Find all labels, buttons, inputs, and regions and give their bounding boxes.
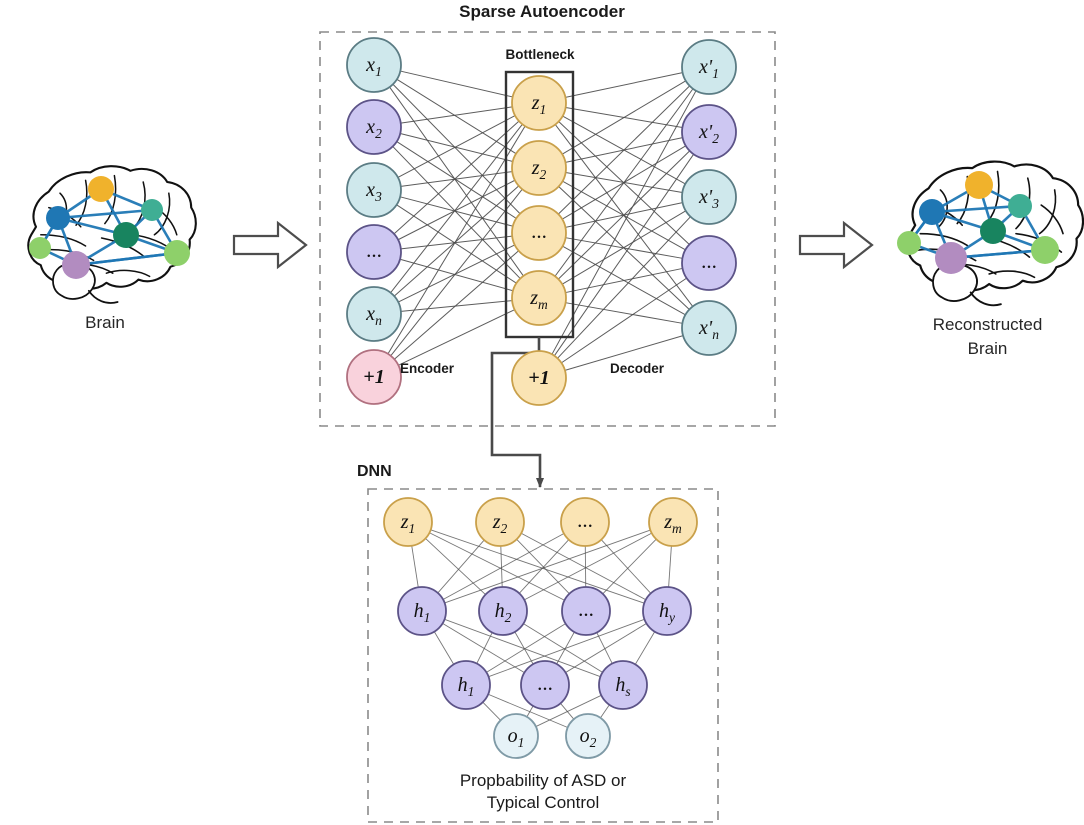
ae-bottleneck-node: z1 xyxy=(511,75,567,131)
ae-bottleneck-node: zm xyxy=(511,270,567,326)
dnn-z-node: ... xyxy=(560,497,610,547)
brain-region-node xyxy=(29,237,51,259)
dnn-hidden1-node: h1 xyxy=(397,586,447,636)
brain-region-node xyxy=(897,231,921,255)
node-label: ... xyxy=(578,597,594,621)
flow-arrow xyxy=(798,220,874,270)
brain-region-node xyxy=(965,171,993,199)
node-label: ... xyxy=(537,671,553,695)
brain-region-node xyxy=(164,240,190,266)
brain-right-caption-line2: Brain xyxy=(967,339,1008,358)
ae-input-node: x3 xyxy=(346,162,402,218)
flow-arrow xyxy=(232,220,308,270)
node-label: +1 xyxy=(528,367,549,389)
brain-region-node xyxy=(141,199,163,221)
node-label: ... xyxy=(577,508,593,532)
node-label: +1 xyxy=(363,366,384,388)
brain-left-caption: Brain xyxy=(85,313,125,332)
brain-right-caption-line1: Reconstructed xyxy=(932,315,1043,334)
dnn-output-node: o1 xyxy=(493,713,539,759)
brain-connection xyxy=(75,251,178,267)
dnn-caption-line2: Typical Control xyxy=(486,793,600,812)
brain-region-node xyxy=(935,242,967,274)
brain-region-node xyxy=(980,218,1006,244)
dnn-z-node: zm xyxy=(648,497,698,547)
ae-output-node: ... xyxy=(681,235,737,291)
dnn-z-node: z1 xyxy=(383,497,433,547)
dnn-output-caption: Propbability of ASD or Typical Control xyxy=(368,770,718,814)
brain-region-node xyxy=(1008,194,1032,218)
dnn-caption-line1: Propbability of ASD or xyxy=(459,771,627,790)
brain-region-node xyxy=(46,206,70,230)
dnn-hidden1-node: hy xyxy=(642,586,692,636)
dnn-hidden2-node: ... xyxy=(520,660,570,710)
node-label: ... xyxy=(366,238,382,262)
brain-region-node xyxy=(88,176,114,202)
dnn-hidden1-node: ... xyxy=(561,586,611,636)
encoder-label: Encoder xyxy=(400,361,455,376)
node-label: ... xyxy=(701,249,717,273)
network-edges xyxy=(387,70,697,728)
dnn-hidden2-node: h1 xyxy=(441,660,491,710)
ae-output-node: x'2 xyxy=(681,104,737,160)
brain-region-node xyxy=(62,251,90,279)
brain-region-node xyxy=(1031,236,1059,264)
ae-output-node: x'3 xyxy=(681,169,737,225)
network-nodes: x1 x2 x3... xn +1 z1 z2... zm +1 x'1 x'2 x'3... x'n z… xyxy=(346,37,737,759)
figure-title: Sparse Autoencoder xyxy=(459,2,625,21)
dnn-hidden1-node: h2 xyxy=(478,586,528,636)
ae-input-node: xn xyxy=(346,286,402,342)
ae-input-node: x1 xyxy=(346,37,402,93)
decoder-label: Decoder xyxy=(610,361,665,376)
ae-bottleneck-bias-node: +1 xyxy=(511,350,567,406)
dnn-hidden2-node: hs xyxy=(598,660,648,710)
ae-input-node: x2 xyxy=(346,99,402,155)
bottleneck-label: Bottleneck xyxy=(505,47,575,62)
ae-output-node: x'n xyxy=(681,300,737,356)
dnn-output-node: o2 xyxy=(565,713,611,759)
brain-region-node xyxy=(919,199,945,225)
ae-bottleneck-node: z2 xyxy=(511,140,567,196)
brain-connection xyxy=(57,208,153,220)
ae-input-node: ... xyxy=(346,224,402,280)
dnn-label: DNN xyxy=(357,463,392,480)
dnn-z-node: z2 xyxy=(475,497,525,547)
ae-bottleneck-node: ... xyxy=(511,205,567,261)
node-label: ... xyxy=(531,219,547,243)
brain-region-node xyxy=(113,222,139,248)
brain-illustrations xyxy=(27,160,1084,307)
ae-input-node: +1 xyxy=(346,349,402,405)
brain-connection xyxy=(931,204,1021,214)
ae-output-node: x'1 xyxy=(681,39,737,95)
